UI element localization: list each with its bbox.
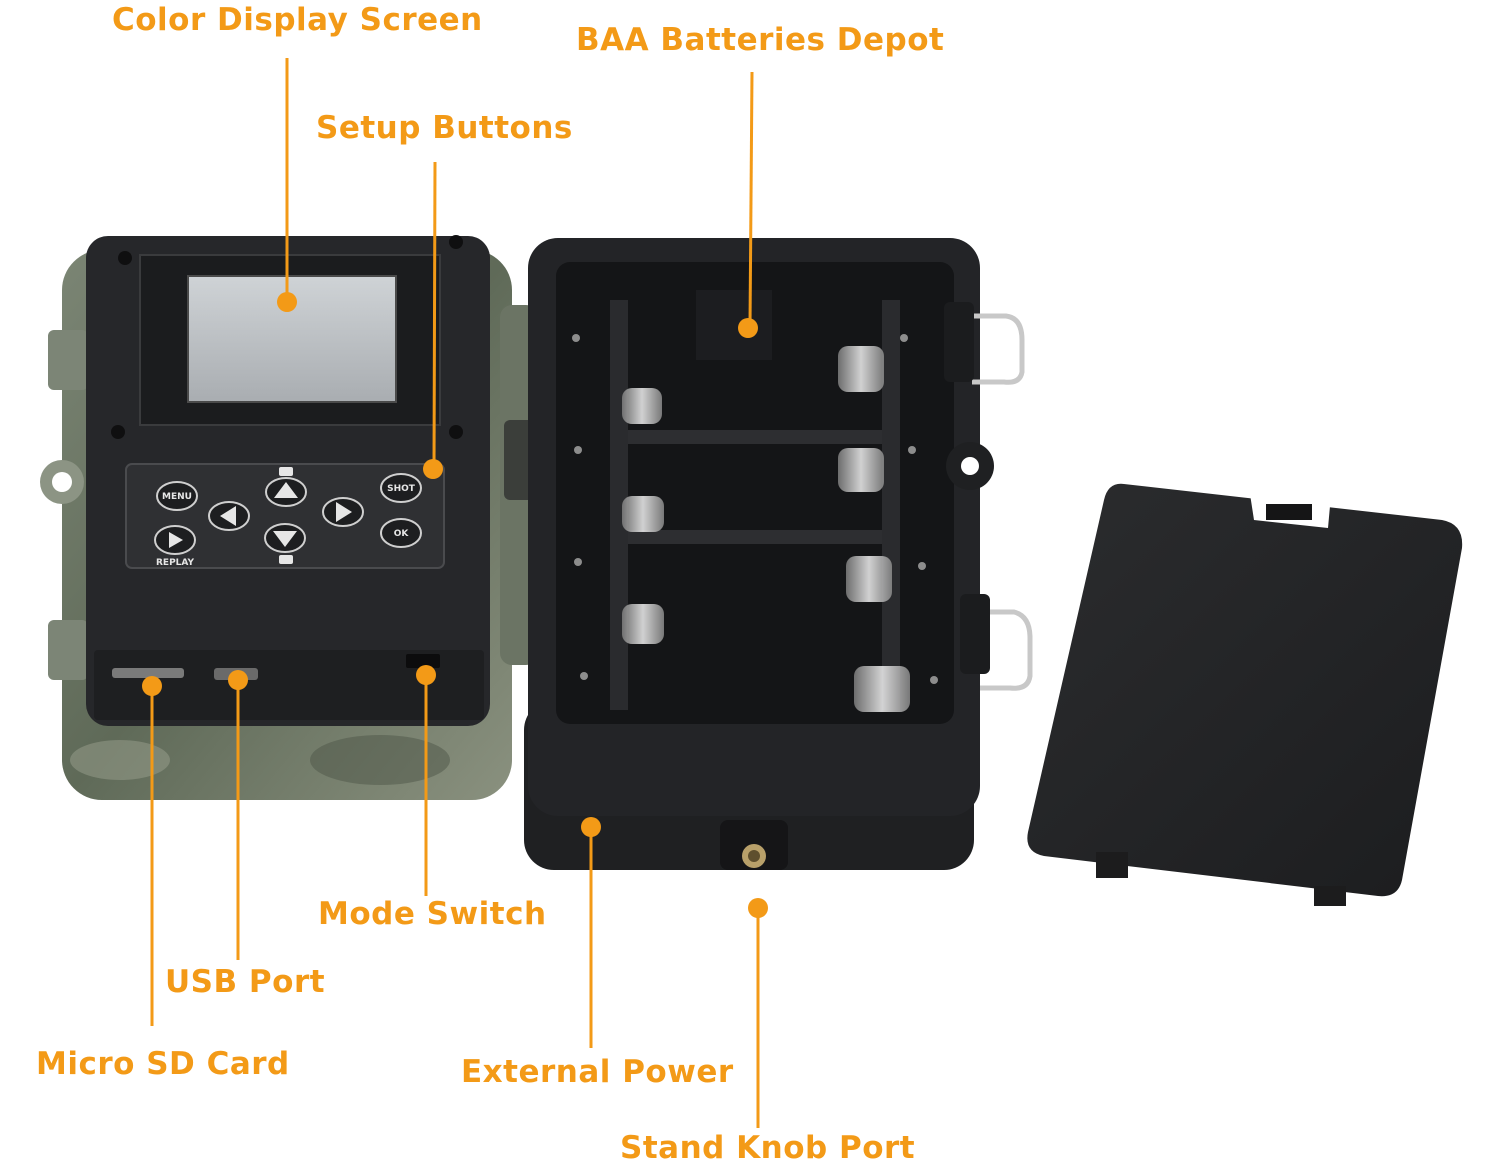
setup-keypad: MENU SHOT REPLAY OK: [125, 463, 445, 569]
ok-button-label: OK: [394, 529, 410, 539]
up-button[interactable]: [265, 477, 307, 507]
video-camera-icon: [279, 467, 293, 476]
faceplate-screws: [111, 235, 463, 439]
right-button[interactable]: [322, 497, 364, 527]
play-icon: [169, 532, 183, 548]
label-setup-buttons: Setup Buttons: [316, 110, 573, 146]
label-usb-port: USB Port: [165, 964, 326, 1000]
photo-camera-icon: [279, 555, 293, 564]
label-baa-batteries-depot: BAA Batteries Depot: [576, 22, 945, 58]
menu-button[interactable]: MENU: [156, 481, 198, 511]
label-stand-knob-port: Stand Knob Port: [620, 1130, 916, 1166]
down-arrow-icon: [273, 531, 297, 547]
label-micro-sd-card: Micro SD Card: [36, 1046, 290, 1082]
right-arrow-icon: [336, 502, 352, 522]
label-external-power: External Power: [461, 1054, 734, 1090]
shot-button-label: SHOT: [387, 484, 416, 494]
color-display-screen: [139, 254, 441, 426]
label-color-display-screen: Color Display Screen: [112, 2, 483, 38]
left-button[interactable]: [208, 501, 250, 531]
replay-button-label: REPLAY: [156, 558, 195, 568]
leader-lines: [150, 58, 760, 1128]
left-arrow-icon: [220, 506, 236, 526]
replay-button[interactable]: REPLAY: [154, 525, 196, 568]
label-mode-switch: Mode Switch: [318, 896, 547, 932]
ok-button[interactable]: OK: [380, 518, 422, 548]
battery-compartment: [524, 238, 1033, 870]
down-button[interactable]: [264, 523, 306, 553]
up-arrow-icon: [274, 482, 298, 498]
shot-button[interactable]: SHOT: [380, 473, 422, 503]
battery-springs: [622, 346, 910, 712]
mode-switch[interactable]: [406, 654, 440, 668]
menu-button-label: MENU: [162, 492, 192, 502]
leader-dots: [142, 292, 768, 918]
battery-cover: [1027, 483, 1463, 906]
micro-sd-slot[interactable]: [112, 668, 184, 678]
